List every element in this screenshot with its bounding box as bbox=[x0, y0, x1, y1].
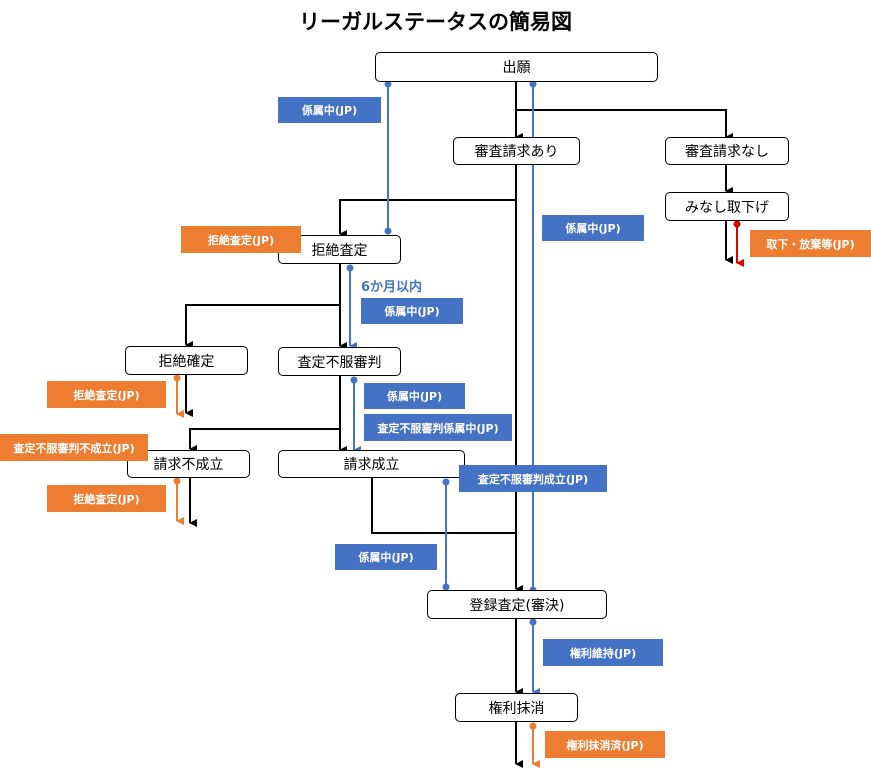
tag-keizoku-3: 係属中(JP) bbox=[361, 298, 463, 324]
node-seikyu-seiritsu: 請求成立 bbox=[278, 450, 465, 478]
edge-kyozetsu-kakutei bbox=[186, 305, 340, 345]
node-shinsa-nashi: 審査請求なし bbox=[665, 137, 789, 165]
tag-keizoku-4: 係属中(JP) bbox=[364, 383, 465, 409]
tag-fufuku-fuseiritsu: 査定不服審判不成立(JP) bbox=[0, 434, 148, 461]
tag-keizoku-1: 係属中(JP) bbox=[278, 97, 381, 123]
tag-keizoku-5: 係属中(JP) bbox=[335, 544, 437, 570]
node-kenri-masshou: 権利抹消 bbox=[455, 693, 578, 722]
node-shutsugan: 出願 bbox=[375, 52, 658, 82]
node-kyozetsu-kakutei: 拒絶確定 bbox=[125, 346, 248, 375]
tag-torishita: 取下・放棄等(JP) bbox=[750, 230, 871, 257]
tag-kenri-iji: 権利維持(JP) bbox=[543, 639, 663, 666]
node-fufuku: 査定不服審判 bbox=[278, 347, 401, 376]
node-minashi: みなし取下げ bbox=[665, 192, 789, 221]
edge-shinsa-ari-kyozetsu bbox=[340, 165, 516, 234]
node-toroku: 登録査定(審決) bbox=[427, 590, 607, 619]
tag-kyozetsu-satei-2: 拒絶査定(JP) bbox=[47, 381, 166, 408]
edge-fufuku-fuseiritsu bbox=[190, 429, 340, 449]
tag-kyozetsu-satei-1: 拒絶査定(JP) bbox=[181, 226, 301, 253]
diagram-title: リーガルステータスの簡易図 bbox=[0, 6, 871, 36]
note-six-months: 6か月以内 bbox=[361, 276, 422, 295]
tag-fufuku-seiritsu: 査定不服審判成立(JP) bbox=[459, 465, 607, 492]
tag-fufuku-keizoku: 査定不服審判係属中(JP) bbox=[364, 414, 512, 441]
edge-shutsugan-shinsa-nashi bbox=[516, 110, 726, 137]
tag-keizoku-2: 係属中(JP) bbox=[542, 215, 644, 241]
node-shinsa-ari: 審査請求あり bbox=[453, 137, 580, 165]
tag-kenri-masshou-zumi: 権利抹消済(JP) bbox=[545, 731, 665, 758]
tag-kyozetsu-satei-3: 拒絶査定(JP) bbox=[47, 485, 166, 512]
